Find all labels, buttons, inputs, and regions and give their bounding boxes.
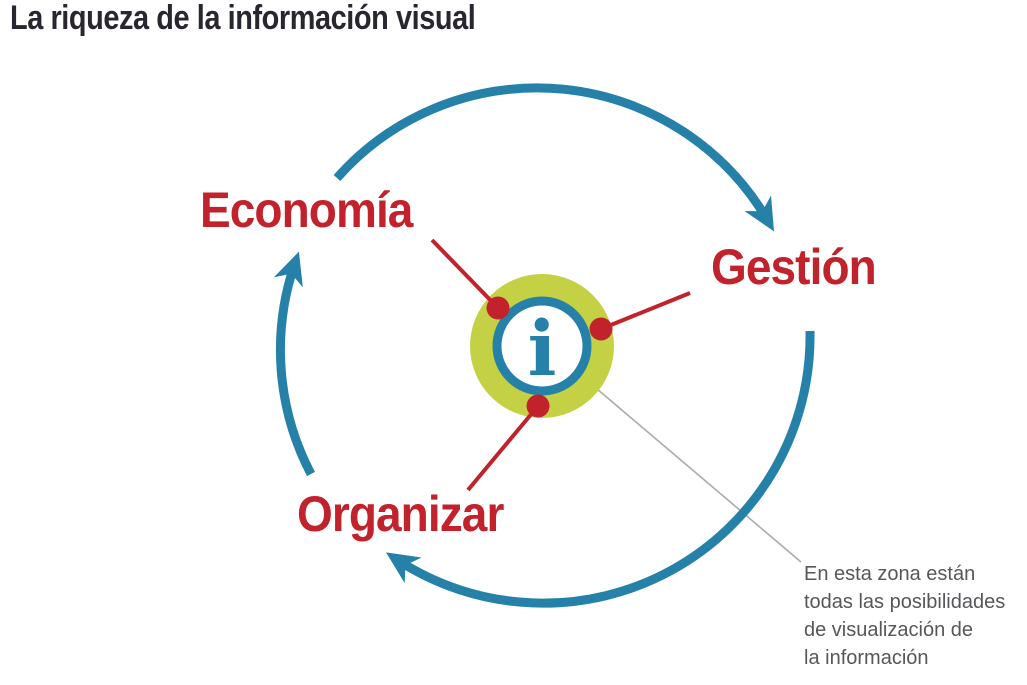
- annotation-line: de visualización de: [804, 619, 973, 641]
- connector-dot-organizar: [526, 394, 550, 418]
- annotation-line: la información: [804, 647, 929, 669]
- cycle-arc-top: [333, 83, 775, 232]
- node-label-economia: Economía: [200, 182, 413, 238]
- node-label-gestion: Gestión: [711, 239, 877, 295]
- info-icon: i: [528, 304, 557, 393]
- connector-line-gestion: [600, 291, 691, 331]
- annotation-text: En esta zona están todas las posibilidad…: [804, 560, 1005, 672]
- connector-dot-gestion: [589, 317, 613, 341]
- diagram-title: La riqueza de la información visual: [10, 0, 476, 37]
- connector-line-organizar: [466, 404, 540, 492]
- connector-line-economia: [430, 238, 500, 310]
- annotation-connector-line: [589, 382, 802, 563]
- cycle-arc-right-bottom: [386, 330, 815, 608]
- annotation-line: En esta zona están: [804, 563, 976, 585]
- cycle-arc-left: [273, 251, 315, 477]
- connector-dot-economia: [486, 296, 510, 320]
- info-circle: [492, 296, 592, 396]
- node-label-organizar: Organizar: [297, 486, 504, 542]
- annotation-line: todas las posibilidades: [804, 591, 1006, 613]
